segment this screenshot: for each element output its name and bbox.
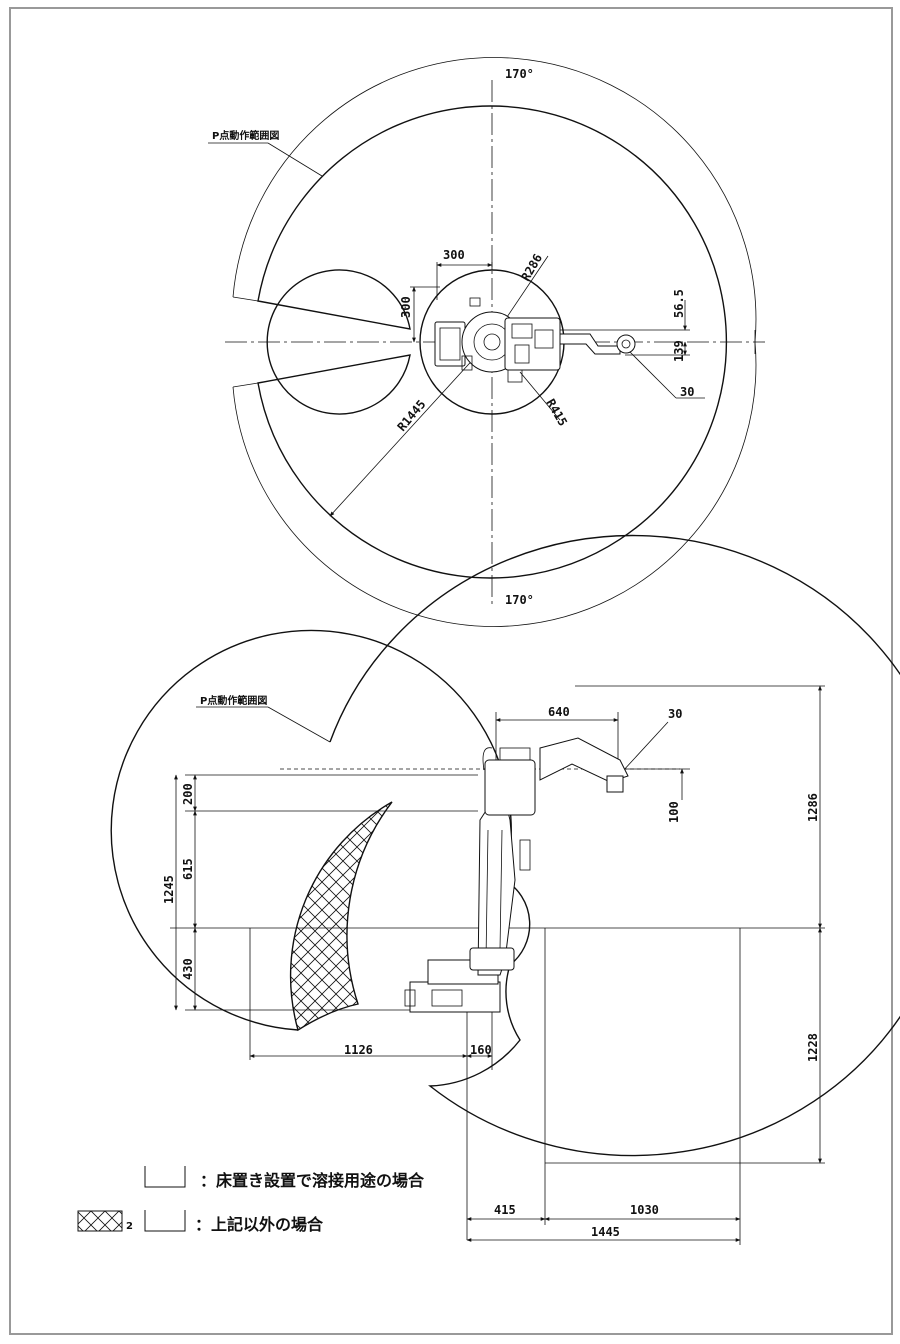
- top-region-label: P点動作範囲図: [212, 129, 279, 142]
- top-view: P点動作範囲図 170° 170° 300 300 R286 R415 R144…: [208, 57, 765, 627]
- top-angle-arc-lower: [232, 341, 757, 627]
- page-frame: [9, 7, 893, 1335]
- side-hatched-region: [289, 801, 393, 1032]
- top-angle-label-lower: 170°: [505, 593, 534, 607]
- side-dim-160: 160: [470, 1043, 492, 1057]
- top-dim-r415: R415: [543, 397, 570, 429]
- top-angle-arc-upper: [232, 57, 757, 343]
- top-dim-56-5: 56.5: [672, 289, 686, 318]
- side-dim-415: 415: [494, 1203, 516, 1217]
- side-dim-1445: 1445: [591, 1225, 620, 1239]
- side-dim-1126: 1126: [344, 1043, 373, 1057]
- top-working-range-outline: [257, 105, 728, 579]
- side-dim-640: 640: [548, 705, 570, 719]
- legend-bracket-2: [144, 1210, 186, 1232]
- side-robot-silhouette: [404, 737, 629, 1013]
- legend-item2-text: ：上記以外の場合: [195, 1215, 324, 1234]
- side-dim-1286: 1286: [806, 793, 820, 822]
- top-angle-label-upper: 170°: [505, 67, 534, 81]
- top-dim-300-h: 300: [443, 248, 465, 262]
- legend-item1-text: ：床置き設置で溶接用途の場合: [200, 1171, 425, 1190]
- side-dim-30: 30: [668, 707, 682, 721]
- top-dim-300-v: 300: [399, 296, 413, 318]
- side-dim-430: 430: [181, 958, 195, 980]
- legend-bracket-1: [144, 1166, 186, 1188]
- top-region-leader: [267, 142, 323, 177]
- side-dim-1228: 1228: [806, 1033, 820, 1062]
- legend-hatch-swatch: [77, 1210, 123, 1232]
- side-dim-100: 100: [667, 801, 681, 823]
- side-view: P点動作範囲図 640 30 100 1286 1228 200 615 124…: [110, 534, 900, 1245]
- top-dim-r286: R286: [518, 251, 545, 283]
- side-dim-615: 615: [181, 858, 195, 880]
- top-dim-30: 30: [680, 385, 694, 399]
- side-dim-200: 200: [181, 783, 195, 805]
- side-working-range-outline: [110, 534, 900, 1157]
- legend: ：床置き設置で溶接用途の場合 2 ：上記以外の場合: [77, 1166, 425, 1234]
- side-dim-1245: 1245: [162, 875, 176, 904]
- top-r1445-leader: [329, 353, 479, 517]
- top-robot-silhouette: [434, 297, 636, 383]
- side-region-label: P点動作範囲図: [200, 694, 267, 707]
- side-dim-1030: 1030: [630, 1203, 659, 1217]
- top-dim-r1445: R1445: [395, 397, 429, 434]
- top-dim-139: 139: [672, 340, 686, 362]
- legend-item2-suffix: 2: [126, 1221, 133, 1232]
